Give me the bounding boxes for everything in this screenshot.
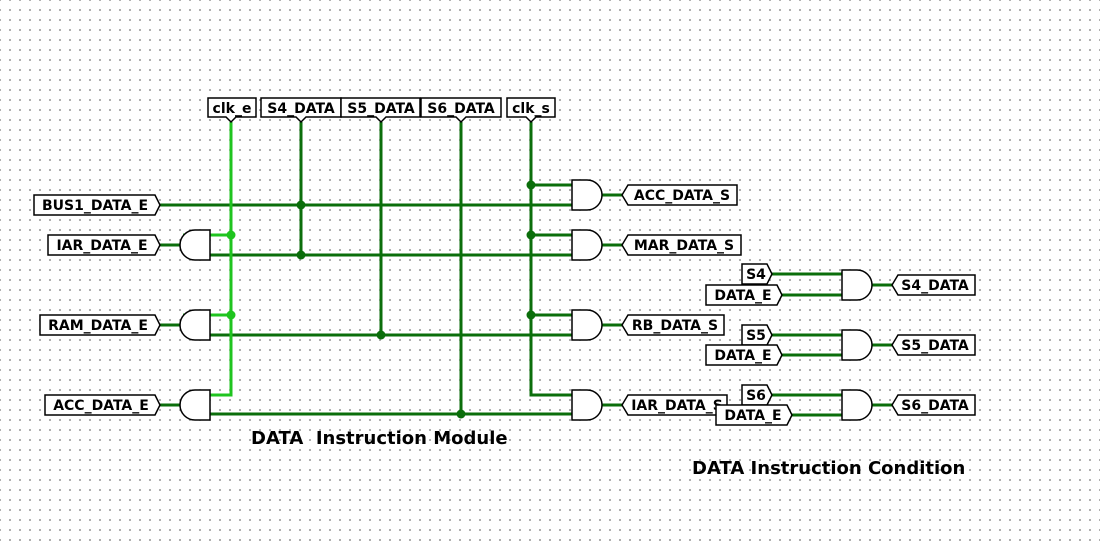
junction-dot xyxy=(526,310,536,320)
pin-label: BUS1_DATA_E xyxy=(42,198,148,214)
pin-label: S5 xyxy=(746,328,766,344)
pin-acc-data-e[interactable]: ACC_DATA_E xyxy=(44,394,161,416)
junction-dot xyxy=(226,230,236,240)
pin-s6-input[interactable]: S6 xyxy=(741,384,773,406)
output-pins: ACC_DATA_S MAR_DATA_S RB_DATA_S IAR_DATA… xyxy=(621,184,742,416)
condition-title: DATA Instruction Condition xyxy=(692,458,965,479)
pin-iar-data-e[interactable]: IAR_DATA_E xyxy=(47,234,161,256)
pin-label: IAR_DATA_S xyxy=(631,398,723,414)
pin-s4-data-out[interactable]: S4_DATA xyxy=(891,274,976,296)
and-gate-s4-data[interactable] xyxy=(841,269,873,301)
pin-label: S4 xyxy=(746,267,766,283)
input-pins: BUS1_DATA_E IAR_DATA_E RAM_DATA_E ACC_DA… xyxy=(33,194,161,416)
pin-label: clk_e xyxy=(213,101,252,117)
pin-clk-e[interactable]: clk_e xyxy=(207,97,257,124)
pin-ram-data-e[interactable]: RAM_DATA_E xyxy=(39,314,161,336)
and-gate-mar-data-s[interactable] xyxy=(571,229,603,261)
pin-data-e-3[interactable]: DATA_E xyxy=(715,404,793,426)
and-gate-acc-data-e[interactable] xyxy=(179,389,211,421)
pin-label: S6_DATA xyxy=(901,398,969,414)
pin-acc-data-s[interactable]: ACC_DATA_S xyxy=(621,184,738,206)
junction-dot xyxy=(526,230,536,240)
pin-s4-input[interactable]: S4 xyxy=(741,263,773,285)
condition-output-pins: S4_DATA S5_DATA S6_DATA xyxy=(891,274,976,416)
and-gate-rb-data-s[interactable] xyxy=(571,309,603,341)
pin-s5-data-top[interactable]: S5_DATA xyxy=(340,97,421,124)
pin-label: S5_DATA xyxy=(901,338,969,354)
pin-label: S5_DATA xyxy=(347,101,415,117)
pin-label: RB_DATA_S xyxy=(632,318,718,334)
and-gate-iar-data-e[interactable] xyxy=(179,229,211,261)
and-gate-ram-data-e[interactable] xyxy=(179,309,211,341)
pin-label: clk_s xyxy=(512,101,550,117)
junction-dot xyxy=(296,250,306,260)
pin-label: S4_DATA xyxy=(901,278,969,294)
junction-dot xyxy=(296,200,306,210)
wire-clk-e-bus xyxy=(210,122,233,397)
pin-iar-data-s[interactable]: IAR_DATA_S xyxy=(621,394,728,416)
pin-label: DATA_E xyxy=(724,408,781,424)
wires xyxy=(160,122,892,417)
and-gate-s6-data[interactable] xyxy=(841,389,873,421)
and-gate-iar-data-s[interactable] xyxy=(571,389,603,421)
pin-label: S4_DATA xyxy=(267,101,335,117)
wire-clk-s-bus xyxy=(529,122,572,397)
top-pins: clk_e S4_DATA S5_DATA S6_DATA clk_s xyxy=(207,97,556,124)
junction-dot xyxy=(456,409,466,419)
condition-input-pins: S4 DATA_E S5 DATA_E S6 DATA_E xyxy=(705,263,793,426)
pin-label: RAM_DATA_E xyxy=(48,318,148,334)
pin-s6-data-out[interactable]: S6_DATA xyxy=(891,394,976,416)
pin-label: ACC_DATA_E xyxy=(53,398,149,414)
pin-label: MAR_DATA_S xyxy=(634,238,734,254)
pin-label: S6_DATA xyxy=(427,101,495,117)
pin-data-e-1[interactable]: DATA_E xyxy=(705,284,783,306)
pin-clk-s[interactable]: clk_s xyxy=(506,97,556,124)
pin-label: IAR_DATA_E xyxy=(56,238,147,254)
pin-s4-data-top[interactable]: S4_DATA xyxy=(260,97,342,124)
pin-label: DATA_E xyxy=(714,288,771,304)
pin-s6-data-top[interactable]: S6_DATA xyxy=(420,97,502,124)
module-title: DATA Instruction Module xyxy=(251,428,508,449)
pin-data-e-2[interactable]: DATA_E xyxy=(705,344,783,366)
junction-dot xyxy=(376,330,386,340)
junction-dot xyxy=(526,180,536,190)
junction-dot xyxy=(226,310,236,320)
pin-rb-data-s[interactable]: RB_DATA_S xyxy=(621,314,725,336)
pin-s5-input[interactable]: S5 xyxy=(741,324,773,346)
pin-label: S6 xyxy=(746,388,766,404)
junctions xyxy=(226,180,536,419)
pin-label: ACC_DATA_S xyxy=(634,188,730,204)
and-gate-acc-data-s[interactable] xyxy=(571,179,603,211)
pin-s5-data-out[interactable]: S5_DATA xyxy=(891,334,976,356)
and-gate-s5-data[interactable] xyxy=(841,329,873,361)
pin-bus1-data-e[interactable]: BUS1_DATA_E xyxy=(33,194,161,216)
pin-label: DATA_E xyxy=(714,348,771,364)
gates xyxy=(179,179,873,421)
pin-mar-data-s[interactable]: MAR_DATA_S xyxy=(621,234,742,256)
